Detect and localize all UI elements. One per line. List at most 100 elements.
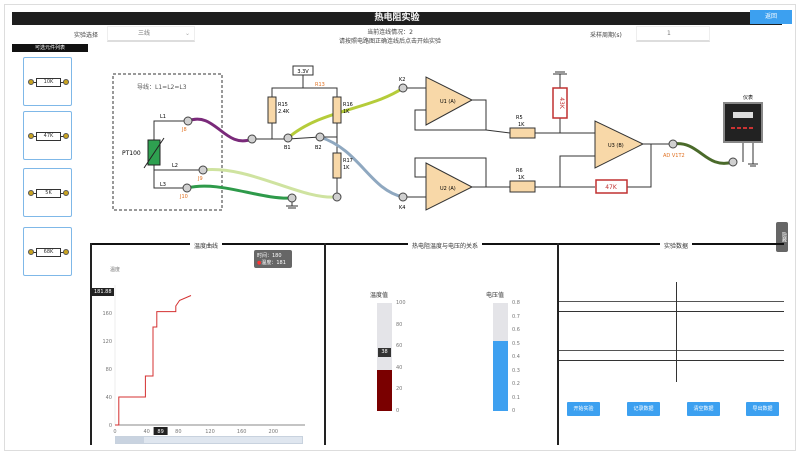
page-title: 热电阻实验 — [12, 12, 782, 25]
supply-label: 3.3V — [297, 69, 309, 75]
y-tick-label: 120 — [102, 339, 112, 345]
connector-label: J10 — [179, 194, 188, 200]
panel-divider — [557, 243, 559, 445]
resistor-name: R17 — [343, 158, 353, 164]
gauge-tick-label: 40 — [396, 364, 403, 371]
y-tick-label: 40 — [106, 395, 112, 401]
line-label: L3 — [160, 182, 166, 188]
circuit-diagram: 3.3V R13 导线：L1=L2=L3 PT100 L1 L2 L3 R152… — [112, 65, 763, 211]
resistor-label: 68K — [36, 248, 61, 257]
sensor-box — [112, 73, 223, 211]
resistor-name: R6 — [516, 168, 523, 174]
x-tick-label: 40 — [143, 429, 149, 435]
period-label: 采样周期(s) — [590, 32, 622, 39]
clear-data-button[interactable]: 清空数据 — [687, 402, 720, 416]
app-frame — [4, 4, 796, 451]
gauge-tick-label: 0.4 — [512, 354, 520, 360]
x-tick-label: 200 — [269, 429, 279, 435]
gauge-tick-label: 0.2 — [512, 381, 520, 387]
temperature-chart: 0 40 80 120 160 200 0 40 80 120 160 89 — [102, 285, 305, 435]
gauge-tick-label: 0.6 — [512, 327, 520, 333]
meter-label: 仪表 — [743, 94, 753, 101]
resistor-label: 5K — [36, 189, 61, 198]
opamp-label: U3 (B) — [608, 143, 624, 149]
temp-gauge[interactable] — [377, 303, 392, 411]
bridge-top-label: R13 — [315, 82, 325, 88]
legend-temp: ●温度：181 — [257, 260, 286, 266]
x-axis-badge-label: 89 — [157, 429, 163, 435]
resistor-47k-label: 47K — [605, 184, 618, 191]
gauge-tick-label: 0 — [396, 408, 400, 414]
series-line-temperature — [115, 295, 192, 426]
resistor-name: R16 — [343, 102, 353, 108]
resistor-value: 1K — [343, 165, 350, 171]
chart-title: 温度曲线 — [190, 241, 223, 250]
legend-time: 时间：180 — [257, 253, 282, 259]
connector-label: B2 — [315, 145, 322, 151]
gauge-tick-label: 0.1 — [512, 394, 520, 401]
connector-label: J8 — [181, 127, 187, 133]
resistor-label: 10K — [36, 78, 61, 87]
pt100-label: PT100 — [122, 150, 141, 157]
resistor-label: 47K — [36, 132, 61, 141]
chart-legend: 时间：180●温度：181 — [254, 250, 292, 268]
palette-item[interactable]: 68K — [23, 227, 72, 276]
gauge-tick-label: 0.5 — [512, 340, 520, 347]
table-column-divider — [676, 282, 677, 382]
palette-title: 可选元件列表 — [12, 44, 88, 52]
volt-gauge-fill — [493, 340, 508, 411]
slider-handle[interactable] — [116, 437, 144, 443]
gauge-tick-label: 0.3 — [512, 367, 520, 374]
status-line-2: 请按照电路图正确连线后点击开始实验 — [338, 38, 441, 45]
palette-item[interactable]: 47K — [23, 111, 72, 160]
gauge-title: 热电阻温度与电压的关系 — [408, 241, 483, 250]
connector-label: B1 — [284, 145, 291, 151]
resistor-43k-label: 43K — [558, 97, 565, 110]
gauge-tick-label: 80 — [396, 321, 403, 328]
experiment-select[interactable]: 三线 ⌄ — [107, 26, 195, 42]
opamp-label: U1 (A) — [440, 99, 456, 105]
x-tick-label: 80 — [175, 429, 181, 435]
y-tick-label: 0 — [109, 423, 112, 429]
palette-item[interactable]: 5K — [23, 168, 72, 217]
gauge-tick-label: 60 — [396, 343, 403, 350]
resistor-name: R5 — [516, 115, 523, 121]
experiment-label: 实验选择 — [74, 32, 99, 39]
record-data-button[interactable]: 记录数据 — [627, 402, 660, 416]
start-experiment-button[interactable]: 开始实验 — [567, 402, 600, 416]
x-tick-label: 0 — [113, 429, 116, 435]
y-axis-badge: 181.88 — [92, 288, 114, 296]
chevron-down-icon: ⌄ — [184, 30, 190, 37]
gauge-tick-label: 0 — [512, 408, 516, 414]
gauge-tick-label: 0.8 — [512, 300, 520, 306]
sensor-box-label: 导线：L1=L2=L3 — [137, 83, 187, 91]
x-tick-label: 120 — [205, 429, 215, 435]
y-axis-unit: 温度 — [110, 267, 121, 273]
resistor-name: R15 — [278, 102, 288, 108]
volt-gauge[interactable] — [493, 303, 508, 411]
export-data-button[interactable]: 导出数据 — [746, 402, 779, 416]
line-label: L2 — [172, 163, 178, 169]
gauge-tick-label: 0.7 — [512, 313, 520, 320]
connector-label: K2 — [399, 77, 405, 83]
hide-panel-button[interactable]: 隐藏 — [776, 222, 788, 252]
volt-gauge-label: 电压值 — [486, 292, 505, 299]
x-tick-label: 160 — [237, 429, 247, 435]
palette-item[interactable]: 10K — [23, 57, 72, 106]
y-tick-label: 160 — [102, 311, 112, 317]
experiment-value: 三线 — [138, 30, 151, 37]
back-button[interactable]: 返回 — [750, 10, 792, 24]
y-tick-label: 80 — [106, 367, 112, 373]
table-line — [559, 350, 784, 351]
panel-divider — [324, 243, 326, 445]
period-input[interactable]: 1 — [636, 26, 710, 42]
table-line — [559, 301, 784, 302]
status-line-1: 当前连线情况：2 — [367, 29, 413, 36]
meter-icon — [723, 102, 763, 143]
resistor-value: 2.4K — [278, 109, 290, 115]
connector-label: J9 — [197, 176, 203, 182]
chart-zoom-slider[interactable] — [115, 436, 303, 444]
resistor-value: 1K — [518, 175, 525, 181]
temp-gauge-label: 温度值 — [370, 292, 389, 299]
panel-divider — [90, 243, 92, 445]
